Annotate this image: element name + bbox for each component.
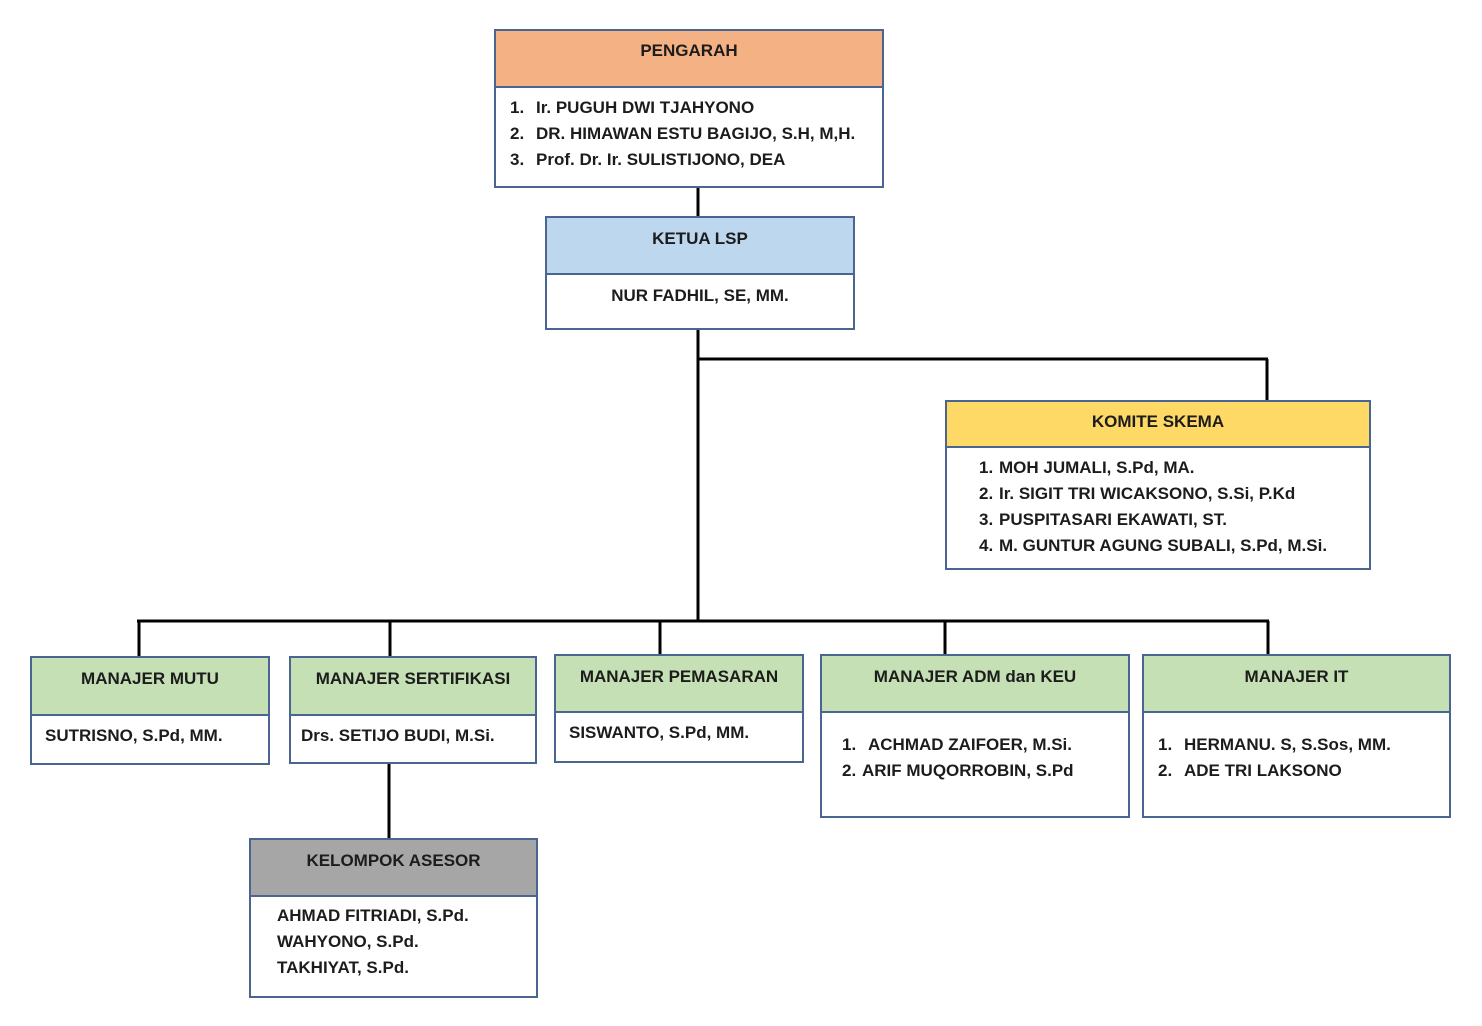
manajer-it-members: 1.HERMANU. S, S.Sos, MM. 2.ADE TRI LAKSO… xyxy=(1144,713,1449,816)
member-item: 1.MOH JUMALI, S.Pd, MA. xyxy=(979,458,1195,477)
member-item: 3.Prof. Dr. Ir. SULISTIJONO, DEA xyxy=(510,150,786,169)
manajer-mutu-header: MANAJER MUTU xyxy=(32,658,268,716)
ketua-name: NUR FADHIL, SE, MM. xyxy=(611,286,789,305)
ketua-box: KETUA LSP NUR FADHIL, SE, MM. xyxy=(545,216,855,330)
komite-members: 1.MOH JUMALI, S.Pd, MA. 2.Ir. SIGIT TRI … xyxy=(947,448,1369,568)
manajer-it-header: MANAJER IT xyxy=(1144,656,1449,713)
komite-box: KOMITE SKEMA 1.MOH JUMALI, S.Pd, MA. 2.I… xyxy=(945,400,1371,570)
member-item: 2.DR. HIMAWAN ESTU BAGIJO, S.H, M,H. xyxy=(510,124,856,143)
member-item: 2.ARIF MUQORROBIN, S.Pd xyxy=(842,761,1074,780)
manajer-pemasaran-header: MANAJER PEMASARAN xyxy=(556,656,802,713)
member-item: 1.ACHMAD ZAIFOER, M.Si. xyxy=(842,735,1072,754)
manajer-mutu-box: MANAJER MUTU SUTRISNO, S.Pd, MM. xyxy=(30,656,270,765)
member-item: 1.Ir. PUGUH DWI TJAHYONO xyxy=(510,98,755,117)
komite-header: KOMITE SKEMA xyxy=(947,402,1369,448)
member-item: 1.HERMANU. S, S.Sos, MM. xyxy=(1158,735,1391,754)
member-item: TAKHIYAT, S.Pd. xyxy=(277,958,409,977)
manajer-it-box: MANAJER IT 1.HERMANU. S, S.Sos, MM. 2.AD… xyxy=(1142,654,1451,818)
ketua-header: KETUA LSP xyxy=(547,218,853,275)
manajer-adm-title: MANAJER ADM dan KEU xyxy=(873,667,1077,686)
asesor-header: KELOMPOK ASESOR xyxy=(251,840,536,897)
manajer-adm-header: MANAJER ADM dan KEU xyxy=(822,656,1128,713)
member-item: 3.PUSPITASARI EKAWATI, ST. xyxy=(979,510,1227,529)
manajer-it-title: MANAJER IT xyxy=(1244,667,1349,686)
manajer-adm-box: MANAJER ADM dan KEU 1.ACHMAD ZAIFOER, M.… xyxy=(820,654,1130,818)
member-item: 2.Ir. SIGIT TRI WICAKSONO, S.Si, P.Kd xyxy=(979,484,1296,503)
manajer-sertifikasi-box: MANAJER SERTIFIKASI Drs. SETIJO BUDI, M.… xyxy=(289,656,537,764)
manajer-sertifikasi-header: MANAJER SERTIFIKASI xyxy=(291,658,535,716)
pengarah-title: PENGARAH xyxy=(640,41,738,60)
asesor-title: KELOMPOK ASESOR xyxy=(306,851,481,870)
komite-title: KOMITE SKEMA xyxy=(1091,412,1225,431)
manajer-adm-members: 1.ACHMAD ZAIFOER, M.Si. 2.ARIF MUQORROBI… xyxy=(822,713,1128,816)
member-item: WAHYONO, S.Pd. xyxy=(277,932,419,951)
manajer-pemasaran-name: SISWANTO, S.Pd, MM. xyxy=(569,723,750,742)
ketua-title: KETUA LSP xyxy=(652,229,748,248)
member-item: AHMAD FITRIADI, S.Pd. xyxy=(277,906,469,925)
pengarah-header: PENGARAH xyxy=(496,31,882,88)
pengarah-box: PENGARAH 1.Ir. PUGUH DWI TJAHYONO 2.DR. … xyxy=(494,29,884,188)
member-item: 4.M. GUNTUR AGUNG SUBALI, S.Pd, M.Si. xyxy=(979,536,1328,555)
manajer-pemasaran-title: MANAJER PEMASARAN xyxy=(579,667,779,686)
asesor-members: AHMAD FITRIADI, S.Pd. WAHYONO, S.Pd. TAK… xyxy=(251,897,536,996)
manajer-pemasaran-box: MANAJER PEMASARAN SISWANTO, S.Pd, MM. xyxy=(554,654,804,763)
member-item: 2.ADE TRI LAKSONO xyxy=(1158,761,1342,780)
manajer-sertifikasi-title: MANAJER SERTIFIKASI xyxy=(315,669,511,688)
manajer-mutu-title: MANAJER MUTU xyxy=(81,669,219,688)
pengarah-members: 1.Ir. PUGUH DWI TJAHYONO 2.DR. HIMAWAN E… xyxy=(496,88,882,186)
asesor-box: KELOMPOK ASESOR AHMAD FITRIADI, S.Pd. WA… xyxy=(249,838,538,998)
manajer-sertifikasi-name: Drs. SETIJO BUDI, M.Si. xyxy=(301,726,495,745)
manajer-mutu-name: SUTRISNO, S.Pd, MM. xyxy=(45,726,223,745)
